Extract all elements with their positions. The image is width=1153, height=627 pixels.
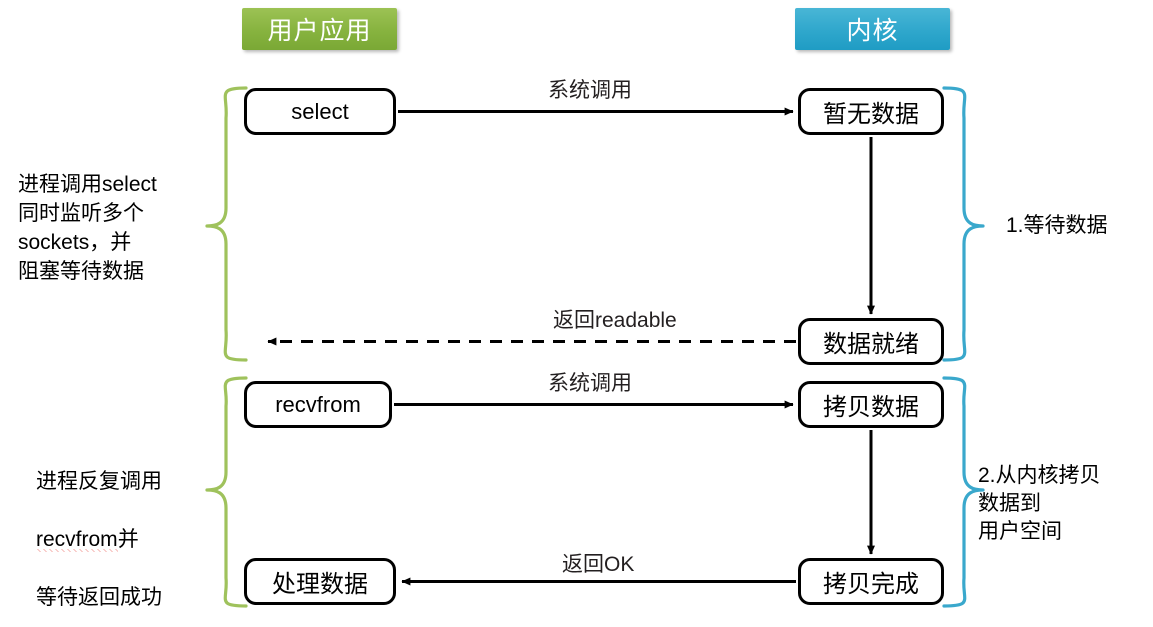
node-process-data-label: 处理数据: [272, 571, 368, 598]
node-recvfrom-label: recvfrom: [275, 391, 361, 417]
description-recvfrom-line-2-tail: 并: [117, 528, 139, 551]
header-user-app-label: 用户应用: [267, 17, 372, 45]
description-recvfrom: 进程反复调用 recvfrom并 等待返回成功 标示（循环）: [36, 438, 216, 627]
description-recvfrom-line-1: 进程反复调用: [36, 470, 162, 493]
edge-label-readable: 返回readable: [553, 309, 677, 332]
stage-label-copy-to-user: 2.从内核拷贝 数据到 用户空间: [978, 464, 1101, 543]
node-select[interactable]: select: [244, 88, 396, 135]
node-process-data[interactable]: 处理数据: [244, 558, 396, 605]
node-copy-data[interactable]: 拷贝数据: [798, 381, 944, 428]
node-recvfrom[interactable]: recvfrom: [244, 381, 392, 428]
description-select: 进程调用select 同时监听多个 sockets，并 阻塞等待数据: [18, 173, 157, 283]
node-no-data-label: 暂无数据: [823, 101, 919, 128]
header-user-app: 用户应用: [242, 8, 397, 50]
user-brace-top: [205, 86, 248, 362]
node-copy-data-label: 拷贝数据: [823, 394, 919, 421]
misspelled-word-recvfrom: recvfrom: [36, 528, 118, 552]
edge-label-syscall-2: 系统调用: [548, 372, 632, 395]
node-select-label: select: [291, 98, 349, 124]
description-recvfrom-line-2: recvfrom并: [36, 525, 216, 554]
node-copy-done[interactable]: 拷贝完成: [798, 558, 944, 605]
kernel-brace-top: [942, 86, 985, 362]
header-kernel-label: 内核: [846, 17, 899, 45]
node-data-ready-label: 数据就绪: [823, 331, 919, 358]
edge-label-return-ok: 返回OK: [562, 553, 635, 576]
node-data-ready[interactable]: 数据就绪: [798, 318, 944, 365]
edge-label-syscall-1: 系统调用: [548, 79, 632, 102]
stage-label-wait-data: 1.等待数据: [1006, 214, 1108, 237]
node-no-data[interactable]: 暂无数据: [798, 88, 944, 135]
description-recvfrom-line-3: 等待返回成功: [36, 586, 162, 609]
node-copy-done-label: 拷贝完成: [823, 571, 919, 598]
header-kernel: 内核: [795, 8, 950, 50]
